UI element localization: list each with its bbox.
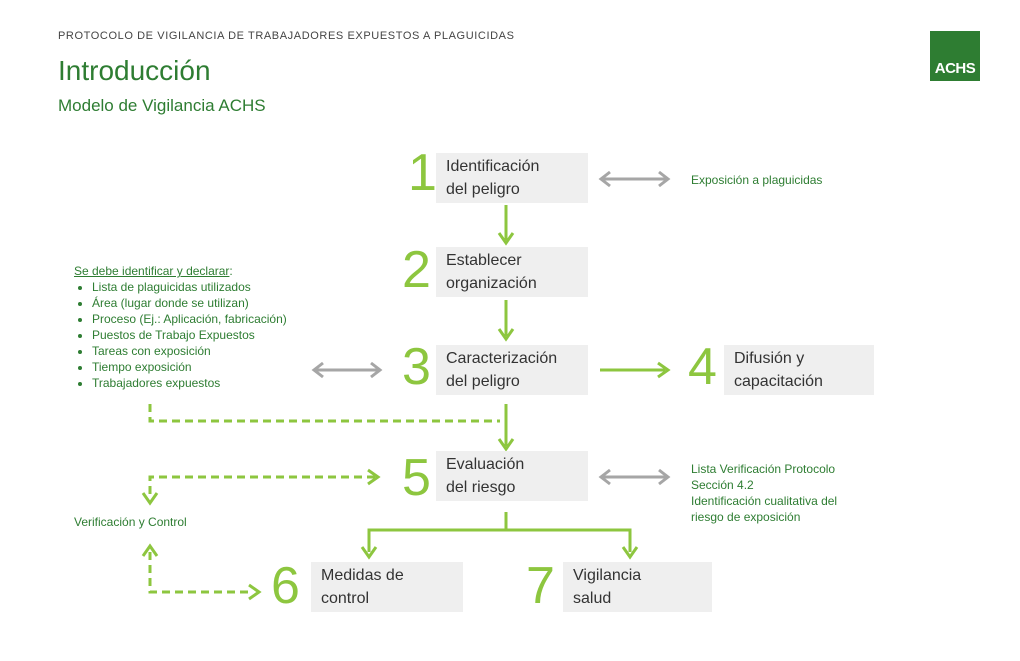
list-item: Tiempo exposición [92,359,287,375]
step-7-line1: Vigilancia [573,567,642,584]
step-3-box: Caracterización del peligro [436,345,588,395]
step-6-line2: control [321,590,370,607]
step-4-box: Difusión y capacitación [724,345,874,395]
step-3-number: 3 [402,338,431,396]
step-2-number: 2 [402,241,431,299]
protocol-header: PROTOCOLO DE VIGILANCIA DE TRABAJADORES … [58,30,515,42]
step-7-box: Vigilancia salud [563,562,712,612]
page-subtitle: Modelo de Vigilancia ACHS [58,96,266,115]
step-1-box: Identificación del peligro [436,153,588,203]
gray-double-arrows [311,170,671,486]
step-7-line2: salud [573,590,612,607]
verification-line-2: Sección 4.2 [691,478,754,492]
step-1-number: 1 [408,144,437,202]
step-5-number: 5 [402,449,431,507]
logo-text: ACHS [934,60,976,77]
green-flow-arrows [360,205,671,560]
achs-logo: ACHS [930,31,980,81]
dashed-arrowheads [141,468,381,601]
list-item: Tareas con exposición [92,343,287,359]
step-1-line2: del peligro [446,181,520,198]
list-item: Puestos de Trabajo Expuestos [92,327,287,343]
declaration-heading-suffix: : [229,264,233,278]
declaration-list: Se debe identificar y declarar: Lista de… [74,263,287,391]
step-4-line2: capacitación [734,373,823,390]
step-6-number: 6 [271,557,300,615]
exposure-note: Exposición a plaguicidas [691,173,823,187]
declaration-heading-text: Se debe identificar y declarar [74,264,230,278]
step-2-box: Establecer organización [436,247,588,297]
list-item: Trabajadores expuestos [92,375,287,391]
step-3-line1: Caracterización [446,350,558,367]
list-item: Lista de plaguicidas utilizados [92,279,287,295]
verification-line-3: Identificación cualitativa del [691,494,838,508]
step-2-line2: organización [446,275,537,292]
step-5-box: Evaluación del riesgo [436,451,588,501]
page-title: Introducción [58,55,211,86]
step-4-line1: Difusión y [734,350,805,367]
step-1-line1: Identificación [446,158,540,175]
step-5-line2: del riesgo [446,479,516,496]
list-item: Área (lugar donde se utilizan) [92,295,287,311]
step-6-line1: Medidas de [321,567,404,584]
declaration-heading: Se debe identificar y declarar: [74,263,287,279]
step-3-line2: del peligro [446,373,520,390]
verification-control-note: Verificación y Control [74,515,187,529]
list-item: Proceso (Ej.: Aplicación, fabricación) [92,311,287,327]
dashed-connectors [148,404,500,594]
verification-line-4: riesgo de exposición [691,510,801,524]
step-5-line1: Evaluación [446,456,525,473]
step-7-number: 7 [526,557,555,615]
verification-list-note: Lista Verificación Protocolo Sección 4.2… [691,461,837,525]
step-6-box: Medidas de control [311,562,463,612]
step-2-line1: Establecer [446,252,522,269]
verification-line-1: Lista Verificación Protocolo [691,462,836,476]
step-4-number: 4 [688,338,717,396]
